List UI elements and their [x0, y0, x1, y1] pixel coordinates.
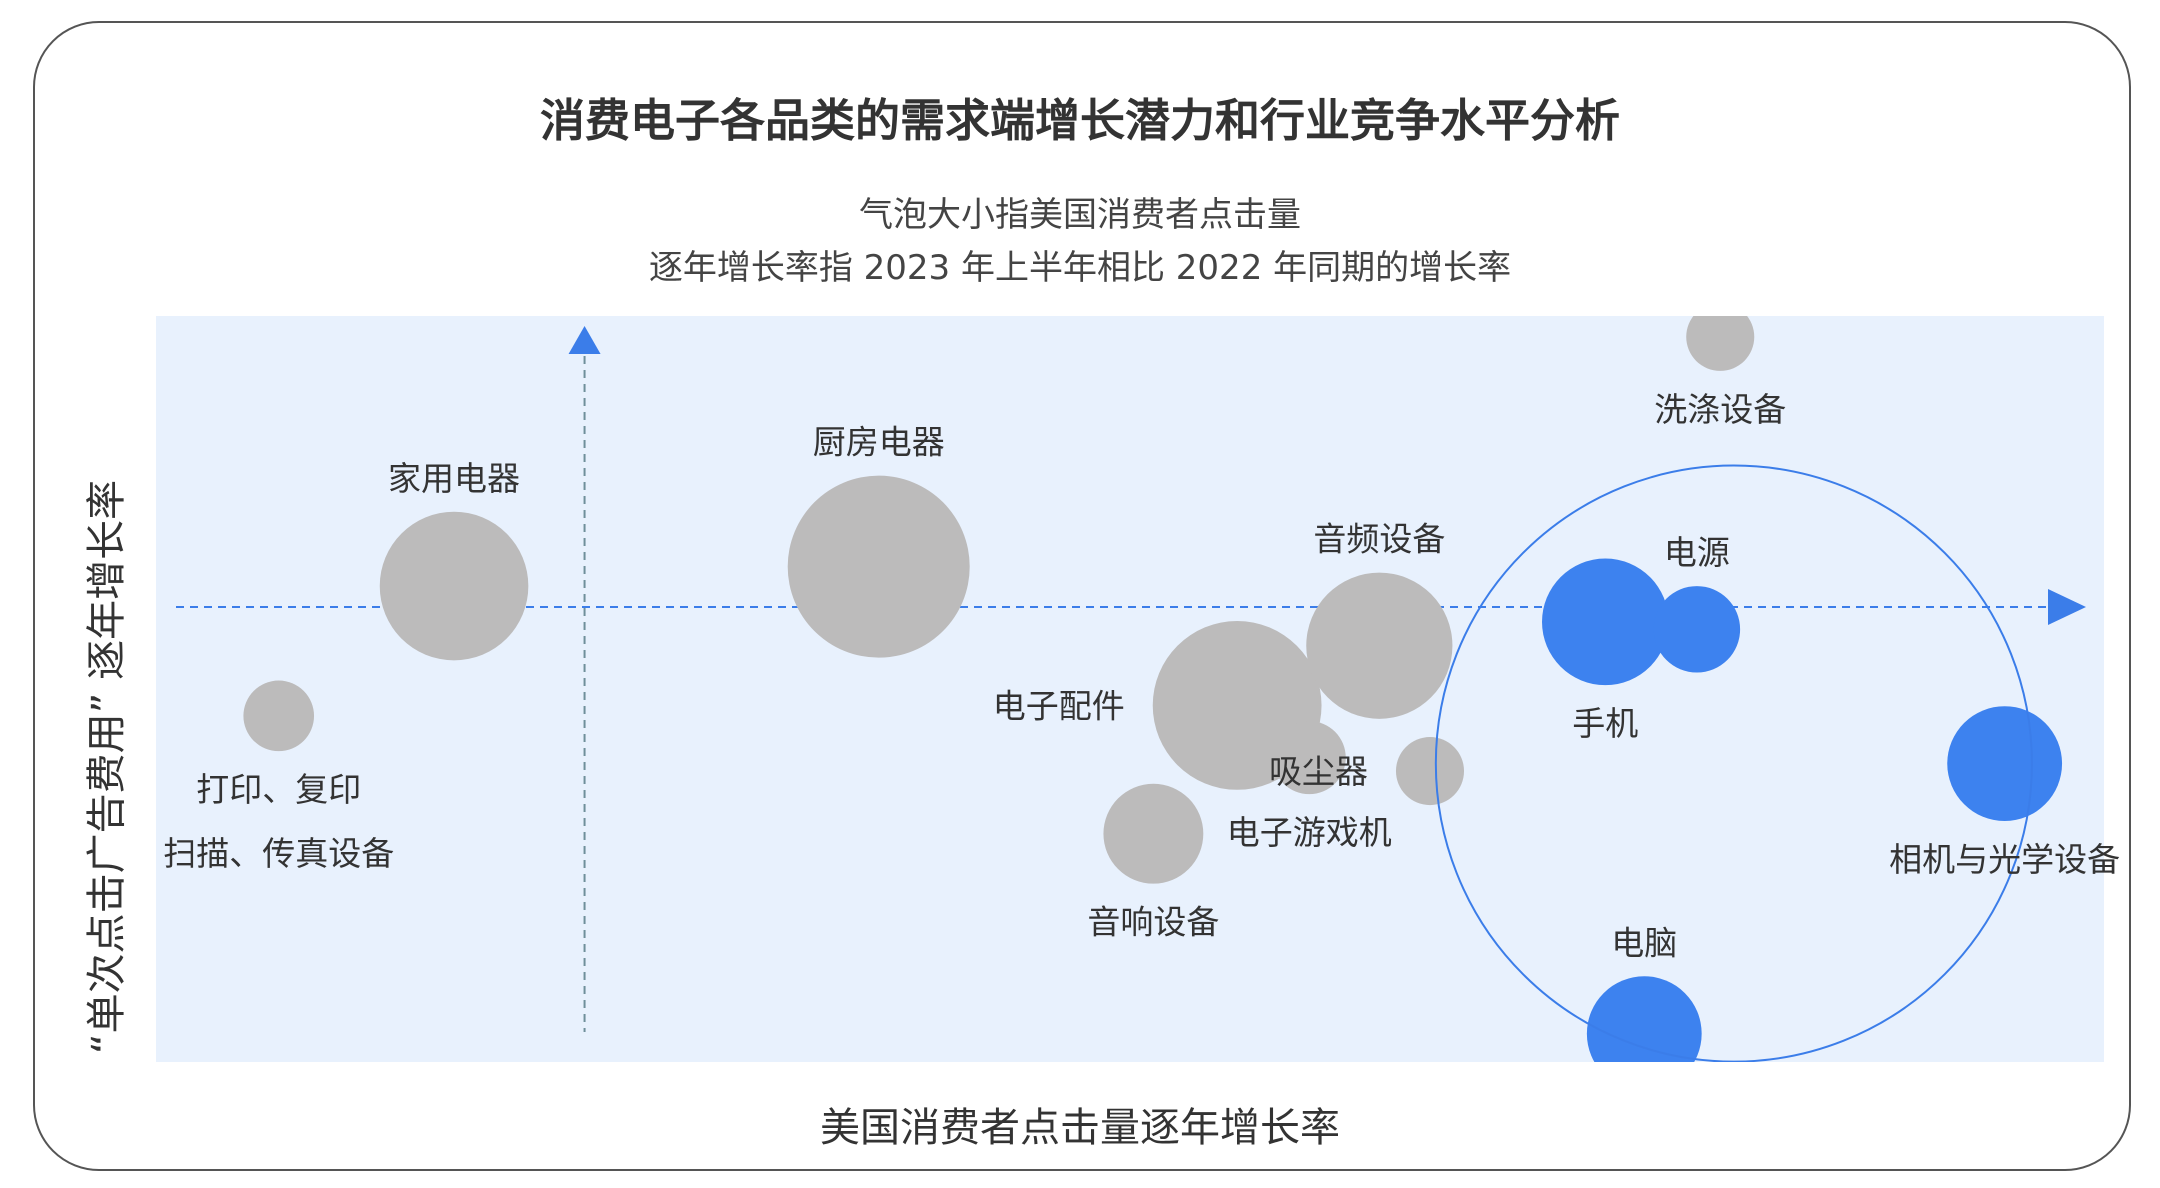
bubble-4 [1306, 572, 1453, 719]
bubble-11 [1947, 706, 2063, 821]
bubble-1 [379, 511, 529, 661]
bubble-8 [1686, 316, 1755, 371]
bubble-label-0: 打印、复印扫描、传真设备 [163, 770, 394, 873]
bubble-label-9: 手机 [1572, 704, 1638, 743]
chart-subtitle-line-2: 逐年增长率指 2023 年上半年相比 2022 年同期的增长率 [648, 248, 1512, 288]
bubble-0 [243, 680, 315, 752]
bubble-label-12: 电脑 [1611, 923, 1677, 962]
bubble-label-5: 吸尘器 [1269, 752, 1368, 791]
highlight-ring-circle [1434, 464, 2033, 1062]
bubble-9 [1542, 558, 1669, 686]
bubble-label-8: 洗涤设备 [1654, 390, 1786, 429]
bubble-12 [1586, 976, 1702, 1062]
highlight-region [1434, 464, 2033, 1062]
bubble-6 [1272, 721, 1346, 795]
chart-title: 消费电子各品类的需求端增长潜力和行业竞争水平分析 [539, 94, 1620, 147]
bubble-label-4: 音频设备 [1313, 520, 1445, 559]
bubble-7 [1103, 783, 1204, 884]
horizontal-arrow-icon [2048, 588, 2086, 625]
bubble-label-10: 电源 [1664, 533, 1730, 572]
bubble-label-6: 电子游戏机 [1227, 813, 1392, 852]
plot-area [156, 316, 2104, 1062]
bubble-10 [1653, 586, 1741, 673]
bubble-2 [787, 475, 970, 658]
bubbles [243, 316, 2063, 1062]
bubble-5 [1395, 737, 1465, 806]
y-axis-label: “单次点击广告费用” 逐年增长率 [84, 479, 130, 1055]
vertical-arrow-icon [568, 326, 601, 354]
bubble-label-11: 相机与光学设备 [1889, 840, 2120, 879]
x-axis-label: 美国消费者点击量逐年增长率 [820, 1105, 1340, 1151]
chart-subtitle-line-1: 气泡大小指美国消费者点击量 [859, 195, 1301, 235]
bubble-label-3: 电子配件 [993, 686, 1125, 725]
bubble-label-1: 家用电器 [388, 459, 520, 498]
bubble-label-7: 音响设备 [1087, 903, 1219, 942]
bubble-label-2: 厨房电器 [813, 423, 945, 462]
